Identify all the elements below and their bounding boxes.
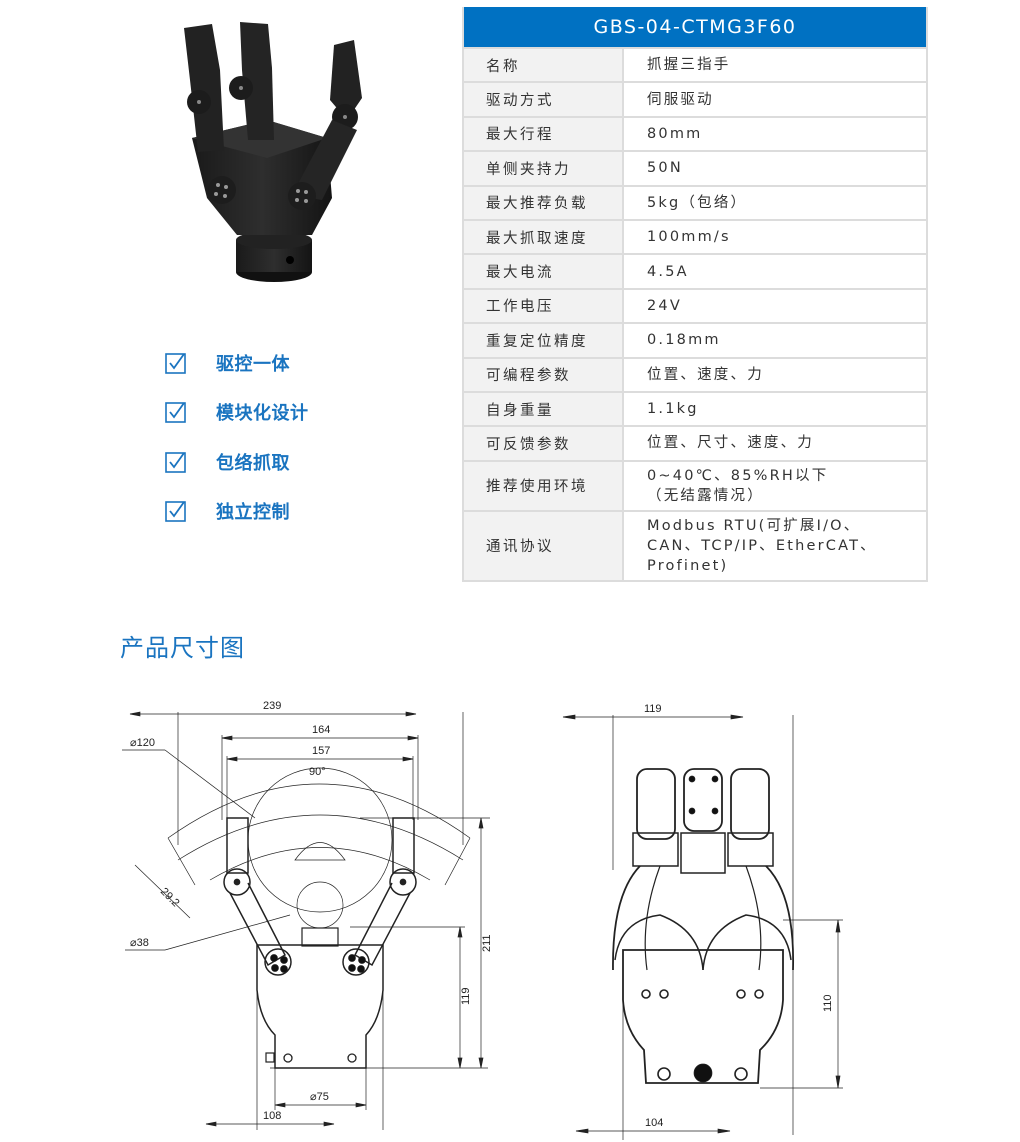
spec-key: 可编程参数 — [464, 358, 624, 391]
checkbox-checked-icon — [165, 352, 187, 374]
feature-item: 驱控一体 — [165, 338, 309, 388]
spec-key: 自身重量 — [464, 392, 624, 426]
spec-value: 0.18mm — [647, 332, 721, 349]
svg-text:164: 164 — [312, 724, 330, 736]
feature-label: 驱控一体 — [216, 353, 290, 375]
feature-item: 模块化设计 — [165, 388, 309, 438]
feature-label: 模块化设计 — [216, 403, 309, 425]
spec-key: 可反馈参数 — [464, 427, 624, 460]
table-row: 单侧夹持力 50N — [464, 150, 926, 185]
table-row: 推荐使用环境 0~40℃、85%RH以下 （无结露情况） — [464, 459, 926, 510]
spec-value: 伺服驱动 — [647, 91, 714, 108]
feature-label: 包络抓取 — [216, 452, 290, 474]
svg-text:⌀38: ⌀38 — [130, 937, 149, 949]
svg-text:211: 211 — [481, 934, 493, 952]
table-row: 名称 抓握三指手 — [464, 47, 926, 82]
table-row: 工作电压 24V — [464, 287, 926, 323]
svg-text:⌀75: ⌀75 — [310, 1091, 329, 1103]
spec-value: 位置、速度、力 — [647, 366, 764, 383]
side-view-drawing: 119 110 104 — [540, 690, 870, 1142]
svg-text:⌀120: ⌀120 — [130, 737, 155, 749]
spec-key: 最大推荐负载 — [464, 186, 624, 219]
table-row: 自身重量 1.1kg — [464, 390, 926, 426]
feature-label: 独立控制 — [216, 502, 290, 524]
spec-value: 100mm/s — [647, 229, 731, 246]
section-title: 产品尺寸图 — [120, 634, 245, 662]
svg-text:110: 110 — [822, 994, 834, 1012]
checkbox-checked-icon — [165, 401, 187, 424]
table-row: 通讯协议 Modbus RTU(可扩展I/O、 CAN、TCP/IP、EtherC… — [464, 509, 926, 580]
feature-list: 驱控一体 模块化设计 包络抓取 独立控制 — [165, 338, 309, 536]
table-row: 重复定位精度 0.18mm — [464, 322, 926, 357]
spec-value: Modbus RTU(可扩展I/O、 CAN、TCP/IP、EtherCAT、 … — [647, 517, 877, 574]
spec-key: 通讯协议 — [464, 511, 624, 580]
spec-key: 工作电压 — [464, 289, 624, 323]
table-row: 可编程参数 位置、速度、力 — [464, 356, 926, 391]
svg-text:29.2: 29.2 — [158, 886, 182, 910]
spec-value: 1.1kg — [647, 401, 699, 418]
svg-text:157: 157 — [312, 745, 330, 757]
table-row: 驱动方式 伺服驱动 — [464, 81, 926, 116]
svg-text:90°: 90° — [309, 766, 326, 778]
spec-value: 4.5A — [647, 263, 689, 280]
product-photo — [172, 20, 372, 286]
spec-table-header: GBS-04-CTMG3F60 — [464, 7, 926, 47]
svg-text:108: 108 — [263, 1110, 281, 1122]
spec-key: 最大行程 — [464, 117, 624, 151]
spec-key: 名称 — [464, 49, 624, 82]
svg-text:239: 239 — [263, 700, 281, 712]
checkbox-checked-icon — [165, 500, 187, 523]
spec-value: 抓握三指手 — [647, 57, 731, 74]
table-row: 最大推荐负载 5kg（包络） — [464, 184, 926, 219]
checkbox-checked-icon — [165, 451, 187, 473]
table-row: 最大电流 4.5A — [464, 253, 926, 288]
spec-value: 位置、尺寸、速度、力 — [647, 435, 814, 452]
spec-key: 单侧夹持力 — [464, 152, 624, 185]
table-row: 可反馈参数 位置、尺寸、速度、力 — [464, 425, 926, 460]
spec-value: 80mm — [647, 125, 703, 142]
table-row: 最大行程 80mm — [464, 115, 926, 151]
spec-key: 推荐使用环境 — [464, 461, 624, 510]
svg-text:119: 119 — [644, 703, 662, 715]
spec-value: 24V — [647, 297, 682, 314]
spec-table: GBS-04-CTMG3F60 名称 抓握三指手 驱动方式 伺服驱动 最大行程 80m… — [462, 7, 928, 582]
feature-item: 包络抓取 — [165, 437, 309, 487]
table-row: 最大抓取速度 100mm/s — [464, 218, 926, 254]
front-view-drawing: 239 164 157 90° ⌀120 29.2 ⌀38 — [0, 690, 520, 1142]
spec-key: 最大电流 — [464, 255, 624, 288]
spec-key: 驱动方式 — [464, 83, 624, 116]
spec-value: 5kg（包络） — [647, 194, 748, 211]
spec-value: 50N — [647, 160, 683, 177]
spec-value: 0~40℃、85%RH以下 （无结露情况） — [647, 467, 829, 504]
spec-key: 重复定位精度 — [464, 324, 624, 357]
svg-text:104: 104 — [645, 1117, 663, 1129]
spec-key: 最大抓取速度 — [464, 220, 624, 254]
feature-item: 独立控制 — [165, 487, 309, 537]
svg-text:119: 119 — [460, 987, 472, 1005]
